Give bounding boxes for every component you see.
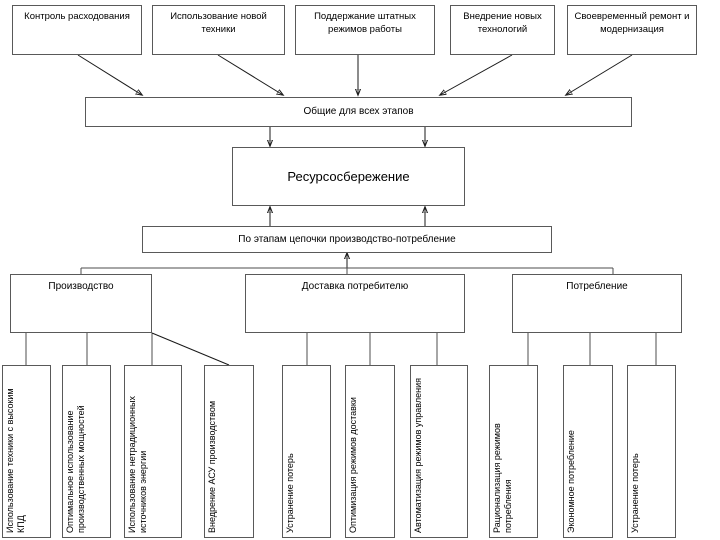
node-maintain-standard-modes[interactable]: Поддержание штатных режимов работы xyxy=(295,5,435,55)
node-label: Использование нетрадиционных источников … xyxy=(127,396,148,533)
node-label: Внедрение новых технологий xyxy=(463,11,542,35)
node-label: Рационализация режимов потребления xyxy=(492,423,513,533)
node-label: Потребление xyxy=(566,281,628,292)
node-label: Поддержание штатных режимов работы xyxy=(314,11,416,35)
node-label: Своевременный ремонт и модернизация xyxy=(574,11,690,35)
node-by-chain-stages[interactable]: По этапам цепочки производство-потреблен… xyxy=(142,226,552,253)
node-label: Доставка потребителю xyxy=(301,281,409,292)
node-label: Контроль расходования xyxy=(24,11,130,22)
node-economical-consumption[interactable]: Экономное потребление xyxy=(563,365,613,538)
node-label: Оптимизация режимов доставки xyxy=(348,397,358,533)
node-label: Использование новой техники xyxy=(170,11,267,35)
node-loss-elimination-delivery[interactable]: Устранение потерь xyxy=(282,365,331,538)
node-label: Общие для всех этапов xyxy=(303,106,414,117)
node-non-traditional-energy[interactable]: Использование нетрадиционных источников … xyxy=(124,365,182,538)
node-label: Устранение потерь xyxy=(630,453,640,533)
node-label: Устранение потерь xyxy=(285,453,295,533)
node-label: Производство xyxy=(48,281,114,292)
node-label: Внедрение АСУ производством xyxy=(207,400,217,533)
node-label: Оптимальное использование производственн… xyxy=(65,405,86,533)
node-resource-saving[interactable]: Ресурсосбережение xyxy=(232,147,465,206)
node-high-efficiency-equipment[interactable]: Использование техники с высоким КПД xyxy=(2,365,51,538)
node-delivery-to-consumer[interactable]: Доставка потребителю xyxy=(245,274,465,333)
node-automate-control-modes[interactable]: Автоматизация режимов управления xyxy=(410,365,468,538)
node-label: Ресурсосбережение xyxy=(287,168,410,184)
node-rational-consumption-modes[interactable]: Рационализация режимов потребления xyxy=(489,365,538,538)
node-production[interactable]: Производство xyxy=(10,274,152,333)
node-use-new-equipment[interactable]: Использование новой техники xyxy=(152,5,285,55)
node-optimize-delivery-modes[interactable]: Оптимизация режимов доставки xyxy=(345,365,395,538)
node-label: Экономное потребление xyxy=(566,430,576,533)
node-timely-repair[interactable]: Своевременный ремонт и модернизация xyxy=(567,5,697,55)
node-loss-elimination-consumption[interactable]: Устранение потерь xyxy=(627,365,676,538)
node-consumption[interactable]: Потребление xyxy=(512,274,682,333)
node-introduce-new-tech[interactable]: Внедрение новых технологий xyxy=(450,5,555,55)
node-acs-production[interactable]: Внедрение АСУ производством xyxy=(204,365,254,538)
node-optimal-capacity-use[interactable]: Оптимальное использование производственн… xyxy=(62,365,111,538)
node-label: Автоматизация режимов управления xyxy=(413,378,423,533)
node-label: По этапам цепочки производство-потреблен… xyxy=(238,233,456,245)
node-label: Использование техники с высоким КПД xyxy=(5,388,26,533)
node-common-for-all-stages[interactable]: Общие для всех этапов xyxy=(85,97,632,127)
node-control-spending[interactable]: Контроль расходования xyxy=(12,5,142,55)
